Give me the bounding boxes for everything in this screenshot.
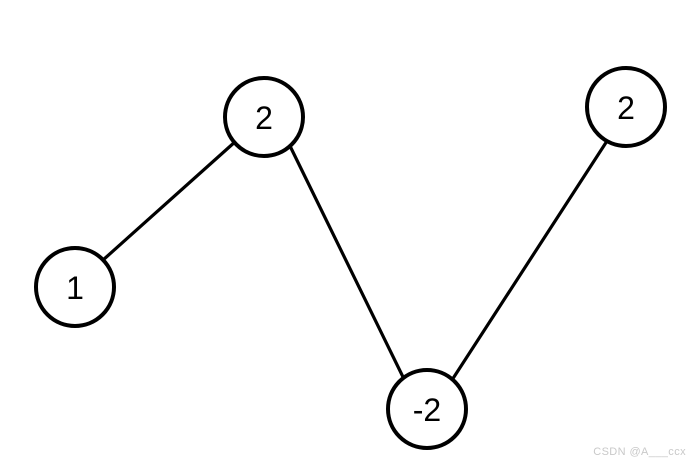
node-label: -2 (413, 392, 441, 428)
node-circle (34, 246, 116, 328)
node-circle (223, 76, 305, 158)
node-label: 2 (255, 100, 273, 136)
csdn-watermark: CSDN @A___ccx (593, 446, 686, 458)
node-neg2[interactable]: -2 (386, 368, 468, 450)
edge-group (101, 139, 609, 382)
node-circle (386, 368, 468, 450)
node-1[interactable]: 1 (34, 246, 116, 328)
node-2-right[interactable]: 2 (585, 66, 667, 148)
edge-1-to-2 (101, 139, 238, 262)
node-label: 1 (66, 270, 84, 306)
edge-neg2-to-2 (450, 139, 609, 382)
edge-2-to-neg2 (288, 144, 406, 381)
node-circle (585, 66, 667, 148)
node-group: 1 2 -2 2 (34, 66, 667, 450)
node-2[interactable]: 2 (223, 76, 305, 158)
node-label: 2 (617, 90, 635, 126)
